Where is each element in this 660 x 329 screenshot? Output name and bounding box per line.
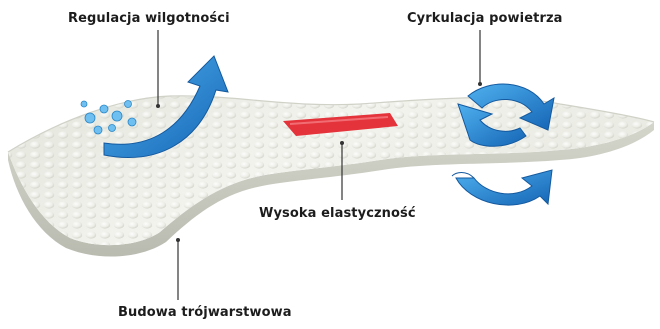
label-three-layer-structure: Budowa trójwarstwowa bbox=[118, 305, 292, 320]
label-high-elasticity: Wysoka elastyczność bbox=[259, 206, 416, 221]
label-humidity-regulation: Regulacja wilgotności bbox=[68, 11, 230, 26]
label-air-circulation: Cyrkulacja powietrza bbox=[407, 11, 563, 26]
